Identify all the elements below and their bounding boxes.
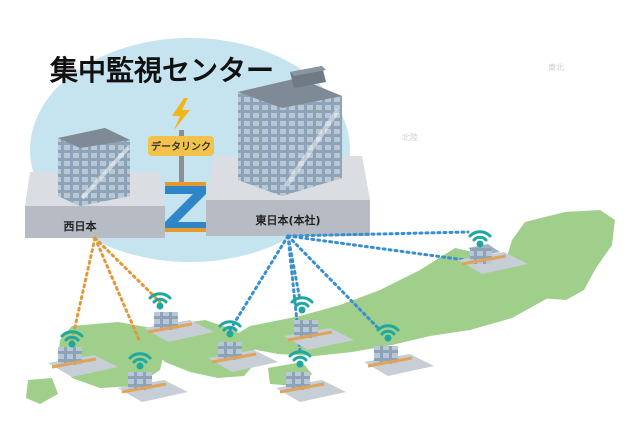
- wifi-icons: [60, 230, 492, 370]
- remote-sites: [48, 244, 528, 402]
- wifi-icon: [290, 296, 314, 314]
- wifi-icon: [148, 292, 172, 310]
- site-shikoku: [118, 372, 188, 402]
- datalink-connector: [165, 182, 206, 232]
- page-title: 集中監視センター: [49, 54, 274, 87]
- east-japan-label: 東日本(本社): [255, 213, 320, 227]
- wifi-icon: [376, 324, 400, 342]
- wifi-icon: [60, 330, 84, 348]
- east-japan-hq-building: [238, 66, 342, 196]
- wifi-icon: [218, 320, 242, 338]
- site-chubu: [208, 342, 278, 372]
- east-links: [228, 230, 482, 352]
- west-links: [70, 236, 162, 344]
- west-japan-building: [58, 128, 130, 206]
- site-kinki-1: [144, 312, 214, 342]
- lightning-icon: [172, 98, 190, 130]
- wifi-icon: [468, 230, 492, 248]
- west-japan-label: 西日本: [64, 219, 97, 233]
- datalink-label: データリンク: [151, 140, 211, 153]
- site-kanto-2: [364, 346, 434, 376]
- datalink-tag: [148, 136, 214, 156]
- wifi-icon: [288, 350, 312, 368]
- map-label-hokuriku: 北陸: [402, 132, 418, 142]
- site-kanto-1: [284, 320, 354, 350]
- site-tokai: [276, 372, 346, 402]
- site-chugoku: [48, 347, 118, 377]
- wifi-icon: [128, 352, 152, 370]
- site-tohoku: [458, 244, 528, 274]
- map-label-tohoku: 東北: [548, 62, 564, 72]
